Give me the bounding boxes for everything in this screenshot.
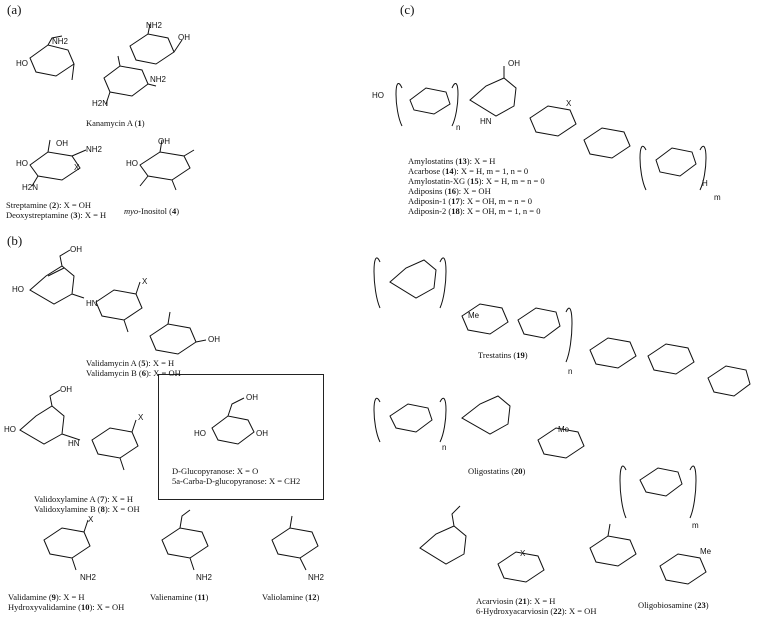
atom-label: NH2 [86,145,103,154]
label-carbaglucopyranose: 5a-Carba-D-glucopyranose: X = CH2 [172,476,301,486]
atom-label: HO [372,91,384,100]
atom-label: HO [16,159,28,168]
validoxylamine-structure [19,389,139,471]
label-valienamine: Valienamine (11) [150,592,209,602]
label-validamycin-b: Validamycin B (6): X = OH [86,368,181,378]
atom-label: HO [126,159,138,168]
label-adiposins: Adiposins (16): X = OH [408,186,491,196]
atom-label: NH2 [150,75,167,84]
acarviosin-structure [419,505,545,583]
atom-label: HO [12,285,24,294]
atom-label: X [142,277,148,286]
valiolamine-structure [271,515,319,571]
atom-label: OH [178,33,190,42]
label-adiposin-2: Adiposin-2 (18): X = OH, m = 1, n = 0 [408,206,541,216]
atom-label: NH2 [196,573,213,582]
valienamine-structure [161,509,209,571]
atom-label: OH [256,429,268,438]
label-hydroxyvalidamine: Hydroxyvalidamine (10): X = OH [8,602,125,612]
label-validamycin-a: Validamycin A (5): X = H [86,358,175,368]
panel-label-a: (a) [7,2,22,17]
atom-label: X [74,163,80,172]
label-hydroxyacarviosin: 6-Hydroxyacarviosin (22): X = OH [476,606,597,616]
atom-label: HO [4,425,16,434]
atom-label: OH [508,59,520,68]
atom-label: X [566,99,572,108]
atom-label: X [520,549,526,558]
panel-label-b: (b) [7,233,23,248]
label-amylostatins: Amylostatins (13): X = H [408,156,496,166]
atom-label: NH2 [52,37,69,46]
label-kanamycin: Kanamycin A (1) [86,118,145,128]
atom-label: n [442,443,447,452]
atom-label: OH [208,335,220,344]
panel-label-c: (c) [400,2,415,17]
label-validoxylamine-b: Validoxylamine B (8): X = OH [34,504,140,514]
glucopyranose-structure [211,397,255,445]
label-adiposin-1: Adiposin-1 (17): X = OH, m = n = 0 [408,196,532,206]
label-amylostatin-xg: Amylostatin-XG (15): X = H, m = n = 0 [408,176,545,186]
label-streptamine: Streptamine (2): X = OH [6,200,92,210]
atom-label: m [714,193,721,202]
atom-label: n [456,123,461,132]
label-validoxylamine-a: Validoxylamine A (7): X = H [34,494,133,504]
atom-label: NH2 [146,21,163,30]
label-trestatins: Trestatins (19) [478,350,528,360]
amylostatin-structure [395,66,707,191]
atom-label: OH [56,139,68,148]
atom-label: HN [480,117,492,126]
label-valiolamine: Valiolamine (12) [262,592,320,602]
atom-label: H [702,179,708,188]
oligostatin-structure [373,395,697,519]
label-glucopyranose: D-Glucopyranose: X = O [172,466,259,476]
label-validamine: Validamine (9): X = H [8,592,85,602]
atom-label: OH [70,245,82,254]
atom-label: OH [246,393,258,402]
label-oligobiosamine: Oligobiosamine (23) [638,600,709,610]
atom-label: Me [700,547,712,556]
atom-label: HN [86,299,98,308]
atom-label: HN [68,439,80,448]
atom-label: Me [558,425,570,434]
atom-label: n [568,367,573,376]
atom-label: HO [194,429,206,438]
atom-label: NH2 [308,573,325,582]
atom-label: m [692,521,699,530]
label-acarviosin: Acarviosin (21): X = H [476,596,556,606]
validamycin-structure [29,249,207,355]
atom-label: OH [158,137,170,146]
trestatin-structure [373,257,751,397]
atom-label: HO [16,59,28,68]
atom-label: OH [60,385,72,394]
kanamycin-structure [29,23,183,105]
atom-label: X [88,515,94,524]
streptamine-structure [29,139,87,187]
oligobiosamine-structure [589,523,707,585]
atom-label: H2N [22,183,39,192]
label-oligostatins: Oligostatins (20) [468,466,526,476]
atom-label: H2N [92,99,109,108]
atom-label: X [138,413,144,422]
atom-label: Me [468,311,480,320]
atom-label: NH2 [80,573,97,582]
label-acarbose: Acarbose (14): X = H, m = 1, n = 0 [408,166,529,176]
label-deoxystreptamine: Deoxystreptamine (3): X = H [6,210,107,220]
glucopyranose-box [158,374,324,500]
label-inositol: myo-Inositol (4) [124,206,180,216]
validamine-structure [43,519,91,571]
inositol-structure [139,139,195,191]
